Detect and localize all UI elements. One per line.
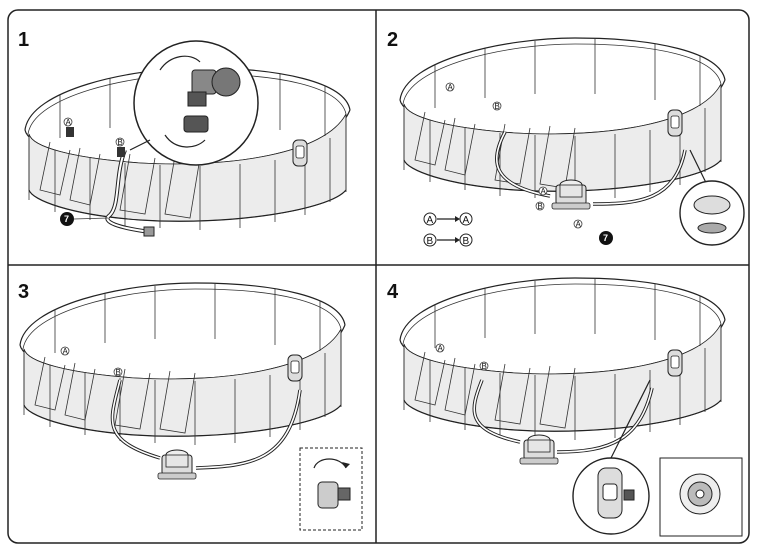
svg-text:B: B — [463, 236, 470, 247]
svg-text:A: A — [463, 215, 470, 226]
svg-text:A: A — [448, 83, 454, 92]
label-b: B — [118, 138, 123, 147]
panel-step-4: 4 A B — [387, 277, 743, 537]
step-number-2: 2 — [387, 29, 398, 51]
svg-text:7: 7 — [603, 233, 608, 243]
pool-illustration — [399, 277, 726, 441]
detail-box — [299, 447, 363, 531]
filter-pump-icon — [157, 449, 197, 480]
svg-text:B: B — [427, 236, 434, 247]
rotate-arrow-icon — [313, 458, 347, 469]
pool-illustration — [19, 282, 346, 446]
panel-step-1: 1 7 A B — [18, 29, 351, 237]
panel-step-3: 3 A B — [18, 281, 363, 531]
label-a: A — [66, 118, 72, 127]
svg-text:A: A — [427, 215, 434, 226]
svg-text:7: 7 — [64, 214, 69, 224]
hand-icon — [159, 55, 201, 71]
svg-text:A: A — [63, 347, 69, 356]
connection-legend: A A B B — [423, 212, 473, 247]
step-number-1: 1 — [18, 29, 29, 51]
step-number-4: 4 — [387, 281, 399, 303]
svg-text:B: B — [495, 102, 500, 111]
svg-text:A: A — [576, 220, 582, 229]
svg-text:A: A — [438, 344, 444, 353]
step-number-3: 3 — [18, 281, 29, 303]
svg-text:B: B — [482, 362, 487, 371]
svg-text:A: A — [541, 187, 547, 196]
hose-icon — [143, 226, 155, 237]
svg-text:B: B — [538, 202, 543, 211]
panel-step-2: 2 A B A B A 7 A A B — [387, 29, 745, 247]
svg-text:B: B — [116, 368, 121, 377]
part-badge — [599, 231, 613, 245]
part-badge — [60, 212, 74, 226]
filter-pump-icon — [519, 434, 559, 465]
